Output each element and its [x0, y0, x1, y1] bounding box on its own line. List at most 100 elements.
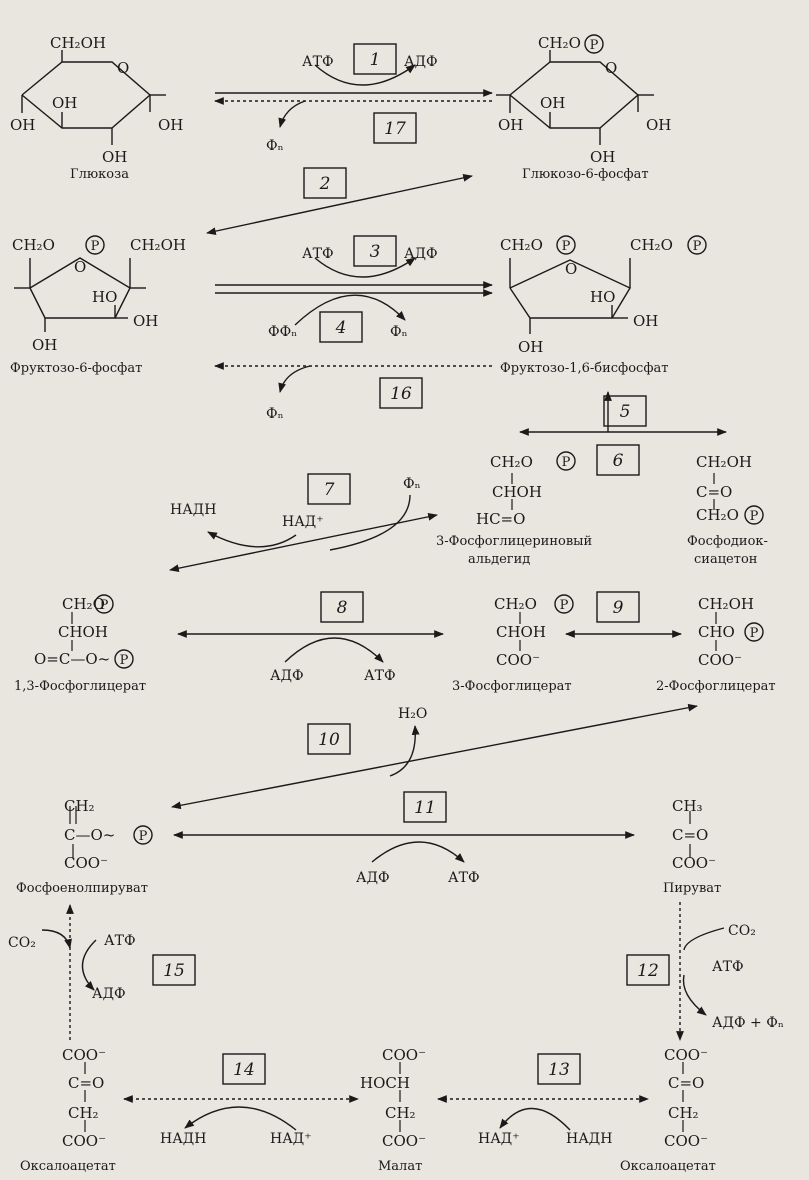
- enzyme-number: 14: [233, 1060, 255, 1080]
- enzyme-box-14: [222, 1053, 266, 1085]
- oaa-right-name: Оксалоацетат: [620, 1159, 716, 1174]
- enzyme-number: 3: [370, 242, 381, 262]
- g6p-oh: OH: [540, 94, 565, 112]
- glucose-structure: [21, 50, 166, 145]
- cofactor-adp: АДФ: [356, 870, 390, 886]
- cofactor-nad: НАД⁺: [478, 1131, 520, 1147]
- pep-name: Фосфоенолпируват: [16, 881, 148, 896]
- malate-line: COO⁻: [382, 1132, 426, 1150]
- phosphate-circle: [556, 451, 576, 471]
- pyruvate-line: COO⁻: [672, 854, 716, 872]
- cofactor-atp: АТФ: [364, 668, 396, 684]
- dhap-name: сиацетон: [694, 552, 757, 567]
- phosphate-label: P: [560, 598, 569, 613]
- cofactor-co2: CO₂: [728, 923, 756, 939]
- phosphate-circle: [687, 235, 707, 255]
- glucose-oh: OH: [158, 116, 183, 134]
- glucose-oh: OH: [10, 116, 35, 134]
- phosphate-label: P: [693, 239, 702, 254]
- f16bp-oh: OH: [633, 312, 658, 330]
- f6p-oh: OH: [133, 312, 158, 330]
- pg3-line: COO⁻: [496, 651, 540, 669]
- g3p-name: 3-Фосфоглицериновый: [436, 534, 592, 549]
- g3p-line: HC=O: [476, 510, 525, 528]
- cofactor-pi: Фₙ: [390, 324, 408, 340]
- cofactor-atp: АТФ: [104, 933, 136, 949]
- cofactor-nad: НАД⁺: [282, 514, 324, 530]
- enzyme-number: 17: [384, 119, 406, 139]
- enzyme-box-15: [152, 954, 196, 986]
- g6p-oh: OH: [646, 116, 671, 134]
- enzyme-number: 11: [414, 798, 436, 818]
- cofactor-adp: АДФ: [404, 246, 438, 262]
- pg2-line: CH₂OH: [698, 595, 754, 613]
- g6p-oh: OH: [498, 116, 523, 134]
- enzyme-number: 15: [163, 961, 185, 981]
- phosphate-label: P: [562, 239, 571, 254]
- phosphate-label: P: [100, 598, 109, 613]
- cofactor-h2o: H₂O: [398, 706, 427, 722]
- pep-line: CH₂: [64, 797, 95, 815]
- oaa-left-line: C=O: [68, 1074, 104, 1092]
- cofactor-co2: CO₂: [8, 935, 36, 951]
- phosphate-label: P: [750, 626, 759, 641]
- enzyme-number: 8: [337, 598, 348, 618]
- glucose-name: Глюкоза: [70, 167, 129, 182]
- enzyme-box-6: [596, 444, 640, 476]
- f16bp-ch2o: CH₂O: [630, 236, 673, 254]
- phosphate-circle: [744, 505, 764, 525]
- glucose-oh: OH: [52, 94, 77, 112]
- phosphate-circle: [584, 34, 604, 54]
- enzyme-box-2: [303, 167, 347, 199]
- f16bp-ch2o: CH₂O: [500, 236, 543, 254]
- cofactor-nadh: НАДН: [170, 502, 216, 518]
- f16bp-structure: [509, 258, 631, 334]
- f16bp-oh: OH: [518, 338, 543, 356]
- g3p-name: альдегид: [468, 552, 530, 567]
- oaa-right-line: CH₂: [668, 1104, 699, 1122]
- enzyme-box-1: [353, 43, 397, 75]
- bpg-name: 1,3-Фосфоглицерат: [14, 679, 146, 694]
- enzyme-box-5: [603, 395, 647, 427]
- f16bp-name: Фруктозо-1,6-бисфосфат: [500, 361, 668, 376]
- oaa-right-line: COO⁻: [664, 1132, 708, 1150]
- g6p-structure: [496, 50, 654, 145]
- enzyme-box-9: [596, 591, 640, 623]
- oaa-right-line: COO⁻: [664, 1046, 708, 1064]
- cofactor-adp-pi: АДФ + Фₙ: [712, 1015, 784, 1031]
- phosphate-label: P: [139, 829, 148, 844]
- pep-line: C—O~: [64, 826, 115, 844]
- phosphate-label: P: [562, 455, 571, 470]
- enzyme-box-7: [307, 473, 351, 505]
- oaa-left-line: COO⁻: [62, 1132, 106, 1150]
- cofactor-nad: НАД⁺: [270, 1131, 312, 1147]
- g6p-ring-o: O: [605, 59, 617, 77]
- f6p-name: Фруктозо-6-фосфат: [10, 361, 142, 376]
- g6p-ch2o: CH₂O: [538, 34, 581, 52]
- phosphate-circle: [133, 825, 153, 845]
- cofactor-nadh: НАДН: [566, 1131, 612, 1147]
- dhap-name: Фосфодиок-: [687, 534, 768, 549]
- cofactor-atp: АТФ: [302, 54, 334, 70]
- enzyme-number: 6: [613, 451, 624, 471]
- g6p-oh: OH: [590, 148, 615, 166]
- phosphate-circle: [114, 649, 134, 669]
- dhap-line: CH₂O: [696, 506, 739, 524]
- enzyme-number: 5: [620, 402, 631, 422]
- cofactor-pi: Фₙ: [403, 476, 421, 492]
- phosphate-circle: [94, 594, 114, 614]
- enzyme-box-10: [307, 723, 351, 755]
- enzyme-box-13: [537, 1053, 581, 1085]
- phosphate-circle: [556, 235, 576, 255]
- phosphate-label: P: [590, 38, 599, 53]
- g3p-line: CH₂O: [490, 453, 533, 471]
- f6p-ring-o: O: [74, 258, 86, 276]
- phosphate-label: P: [120, 653, 129, 668]
- oaa-left-name: Оксалоацетат: [20, 1159, 116, 1174]
- pep-line: COO⁻: [64, 854, 108, 872]
- f6p-oh: OH: [32, 336, 57, 354]
- cofactor-atp: АТФ: [302, 246, 334, 262]
- bpg-line: CHOH: [58, 623, 108, 641]
- pg3-line: CHOH: [496, 623, 546, 641]
